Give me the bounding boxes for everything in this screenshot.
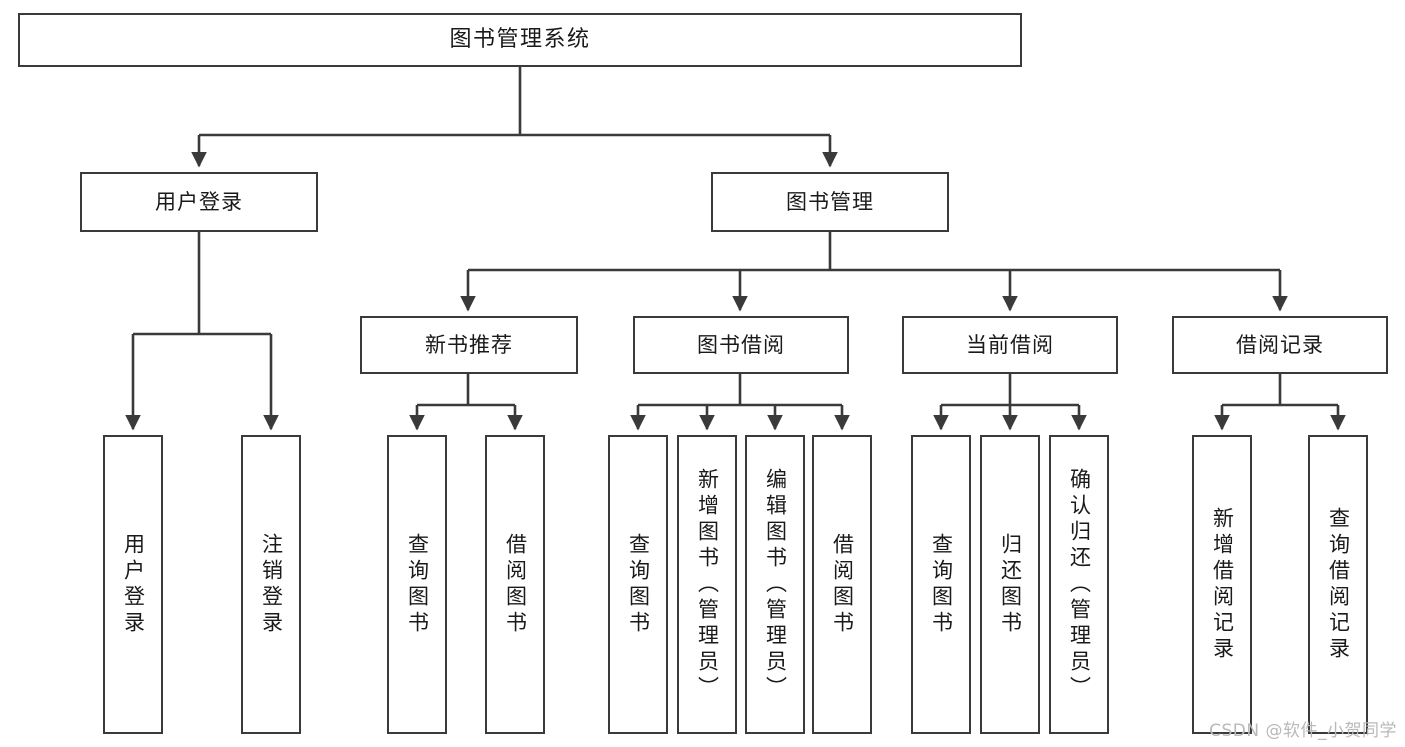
node-book-management-label: 图书管理 bbox=[786, 189, 874, 214]
node-leaf-query-book-1[interactable]: 查询图书 bbox=[387, 435, 447, 734]
node-new-book-recommend[interactable]: 新书推荐 bbox=[360, 316, 578, 374]
node-leaf-borrow-book-2[interactable]: 借阅图书 bbox=[812, 435, 872, 734]
node-leaf-borrow-book-1[interactable]: 借阅图书 bbox=[485, 435, 545, 734]
node-leaf-query-book-1-label: 查询图书 bbox=[405, 532, 430, 637]
node-current-borrow-label: 当前借阅 bbox=[966, 332, 1054, 357]
node-leaf-user-login[interactable]: 用户登录 bbox=[103, 435, 163, 734]
node-leaf-logout-label: 注销登录 bbox=[259, 532, 284, 637]
node-leaf-return-book-label: 归还图书 bbox=[998, 532, 1023, 637]
node-leaf-return-book[interactable]: 归还图书 bbox=[980, 435, 1040, 734]
node-leaf-edit-book-label: 编辑图书（管理员） bbox=[763, 467, 788, 702]
node-leaf-edit-book[interactable]: 编辑图书（管理员） bbox=[745, 435, 805, 734]
node-user-login[interactable]: 用户登录 bbox=[80, 172, 318, 232]
node-user-login-label: 用户登录 bbox=[155, 189, 243, 214]
node-leaf-borrow-book-2-label: 借阅图书 bbox=[830, 532, 855, 637]
node-root[interactable]: 图书管理系统 bbox=[18, 13, 1022, 67]
node-leaf-query-book-3[interactable]: 查询图书 bbox=[911, 435, 971, 734]
node-leaf-confirm-return[interactable]: 确认归还（管理员） bbox=[1049, 435, 1109, 734]
node-borrow-record[interactable]: 借阅记录 bbox=[1172, 316, 1388, 374]
node-leaf-add-record-label: 新增借阅记录 bbox=[1210, 506, 1235, 663]
node-book-borrow[interactable]: 图书借阅 bbox=[633, 316, 849, 374]
node-borrow-record-label: 借阅记录 bbox=[1236, 332, 1324, 357]
node-leaf-add-book-label: 新增图书（管理员） bbox=[695, 467, 720, 702]
node-leaf-logout[interactable]: 注销登录 bbox=[241, 435, 301, 734]
node-leaf-add-book[interactable]: 新增图书（管理员） bbox=[677, 435, 737, 734]
node-leaf-query-record-label: 查询借阅记录 bbox=[1326, 506, 1351, 663]
node-leaf-query-book-2-label: 查询图书 bbox=[626, 532, 651, 637]
node-leaf-borrow-book-1-label: 借阅图书 bbox=[503, 532, 528, 637]
node-leaf-query-book-3-label: 查询图书 bbox=[929, 532, 954, 637]
node-root-label: 图书管理系统 bbox=[449, 27, 591, 53]
node-book-borrow-label: 图书借阅 bbox=[697, 332, 785, 357]
node-leaf-confirm-return-label: 确认归还（管理员） bbox=[1067, 467, 1092, 702]
node-leaf-user-login-label: 用户登录 bbox=[121, 532, 146, 637]
node-leaf-query-record[interactable]: 查询借阅记录 bbox=[1308, 435, 1368, 734]
watermark-text: CSDN @软件_小贺同学 bbox=[1209, 721, 1397, 741]
node-new-book-recommend-label: 新书推荐 bbox=[425, 332, 513, 357]
node-leaf-add-record[interactable]: 新增借阅记录 bbox=[1192, 435, 1252, 734]
node-book-management[interactable]: 图书管理 bbox=[711, 172, 949, 232]
node-current-borrow[interactable]: 当前借阅 bbox=[902, 316, 1118, 374]
node-leaf-query-book-2[interactable]: 查询图书 bbox=[608, 435, 668, 734]
